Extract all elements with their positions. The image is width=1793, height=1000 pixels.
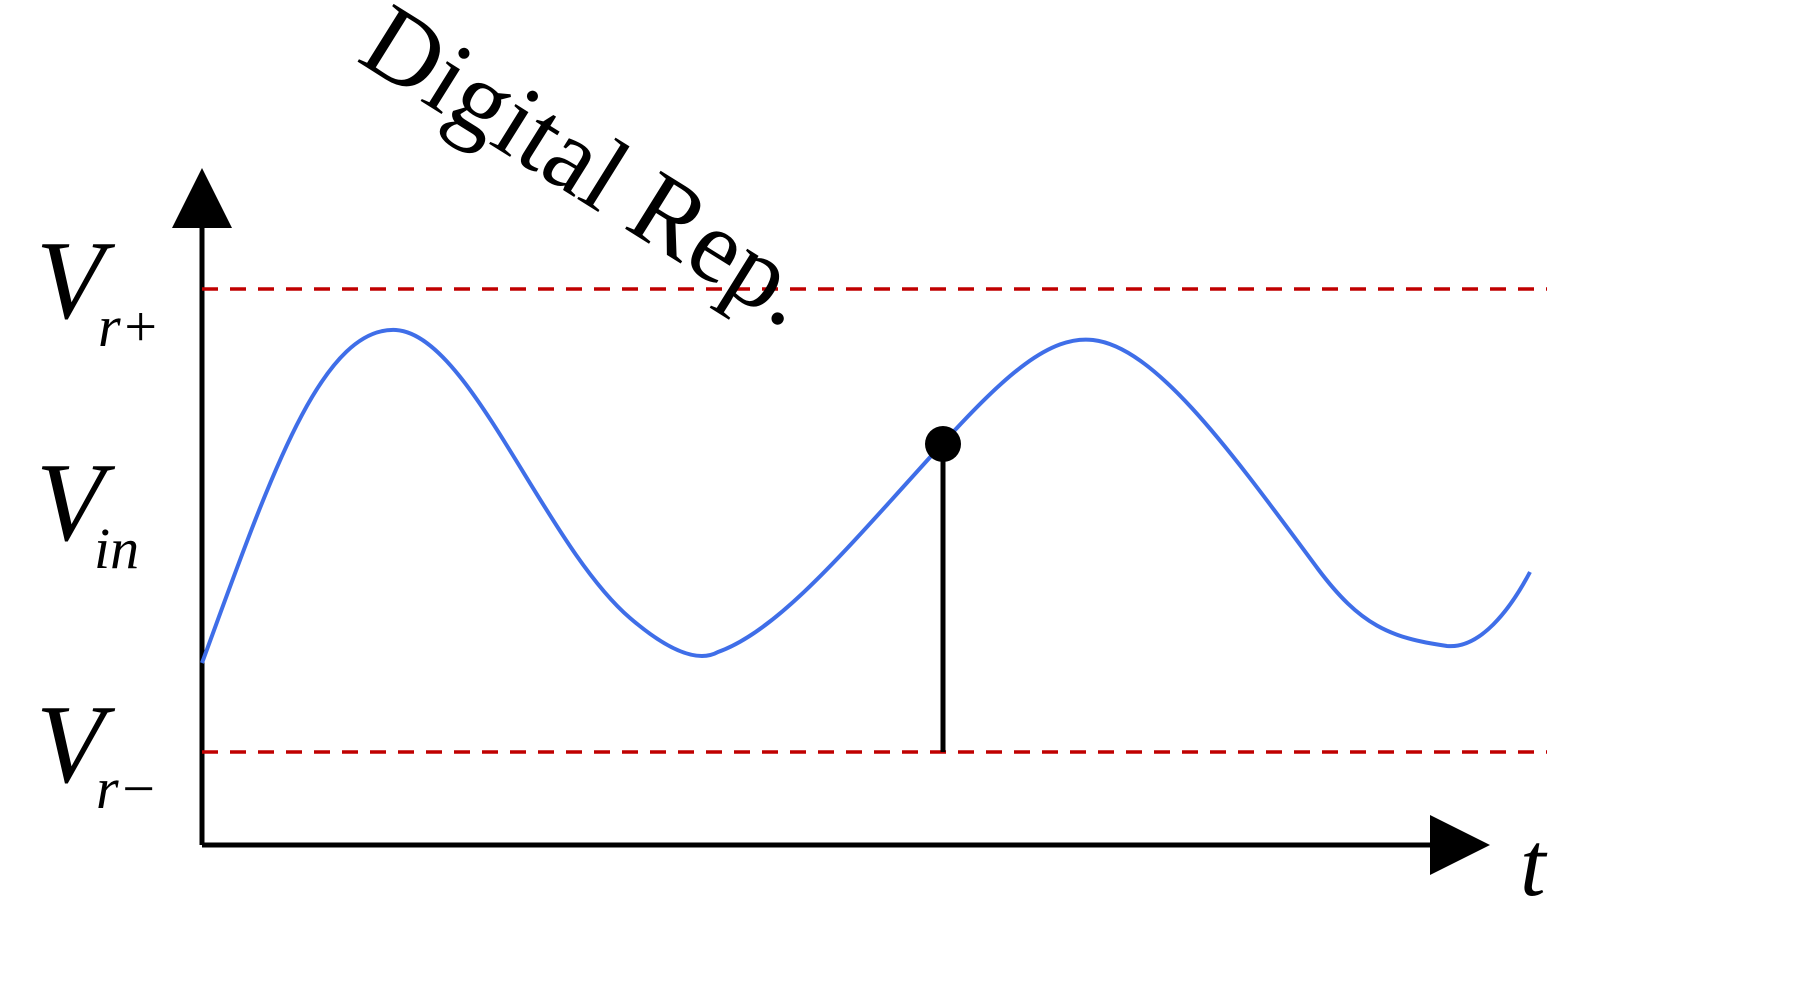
v-in-label: V in bbox=[36, 441, 139, 581]
time-axis-label: t bbox=[1520, 813, 1548, 915]
v-lower-label: V r− bbox=[36, 683, 158, 821]
svg-text:V: V bbox=[36, 441, 116, 565]
svg-text:r+: r+ bbox=[98, 294, 160, 359]
input-signal-curve bbox=[200, 327, 1532, 664]
svg-text:in: in bbox=[94, 516, 139, 581]
digital-representation-label: Digital Rep. bbox=[343, 0, 835, 349]
v-upper-label: V r+ bbox=[36, 219, 160, 359]
svg-text:V: V bbox=[36, 219, 116, 343]
svg-text:V: V bbox=[36, 683, 116, 807]
svg-text:r−: r− bbox=[96, 756, 158, 821]
sample-point bbox=[925, 426, 961, 462]
